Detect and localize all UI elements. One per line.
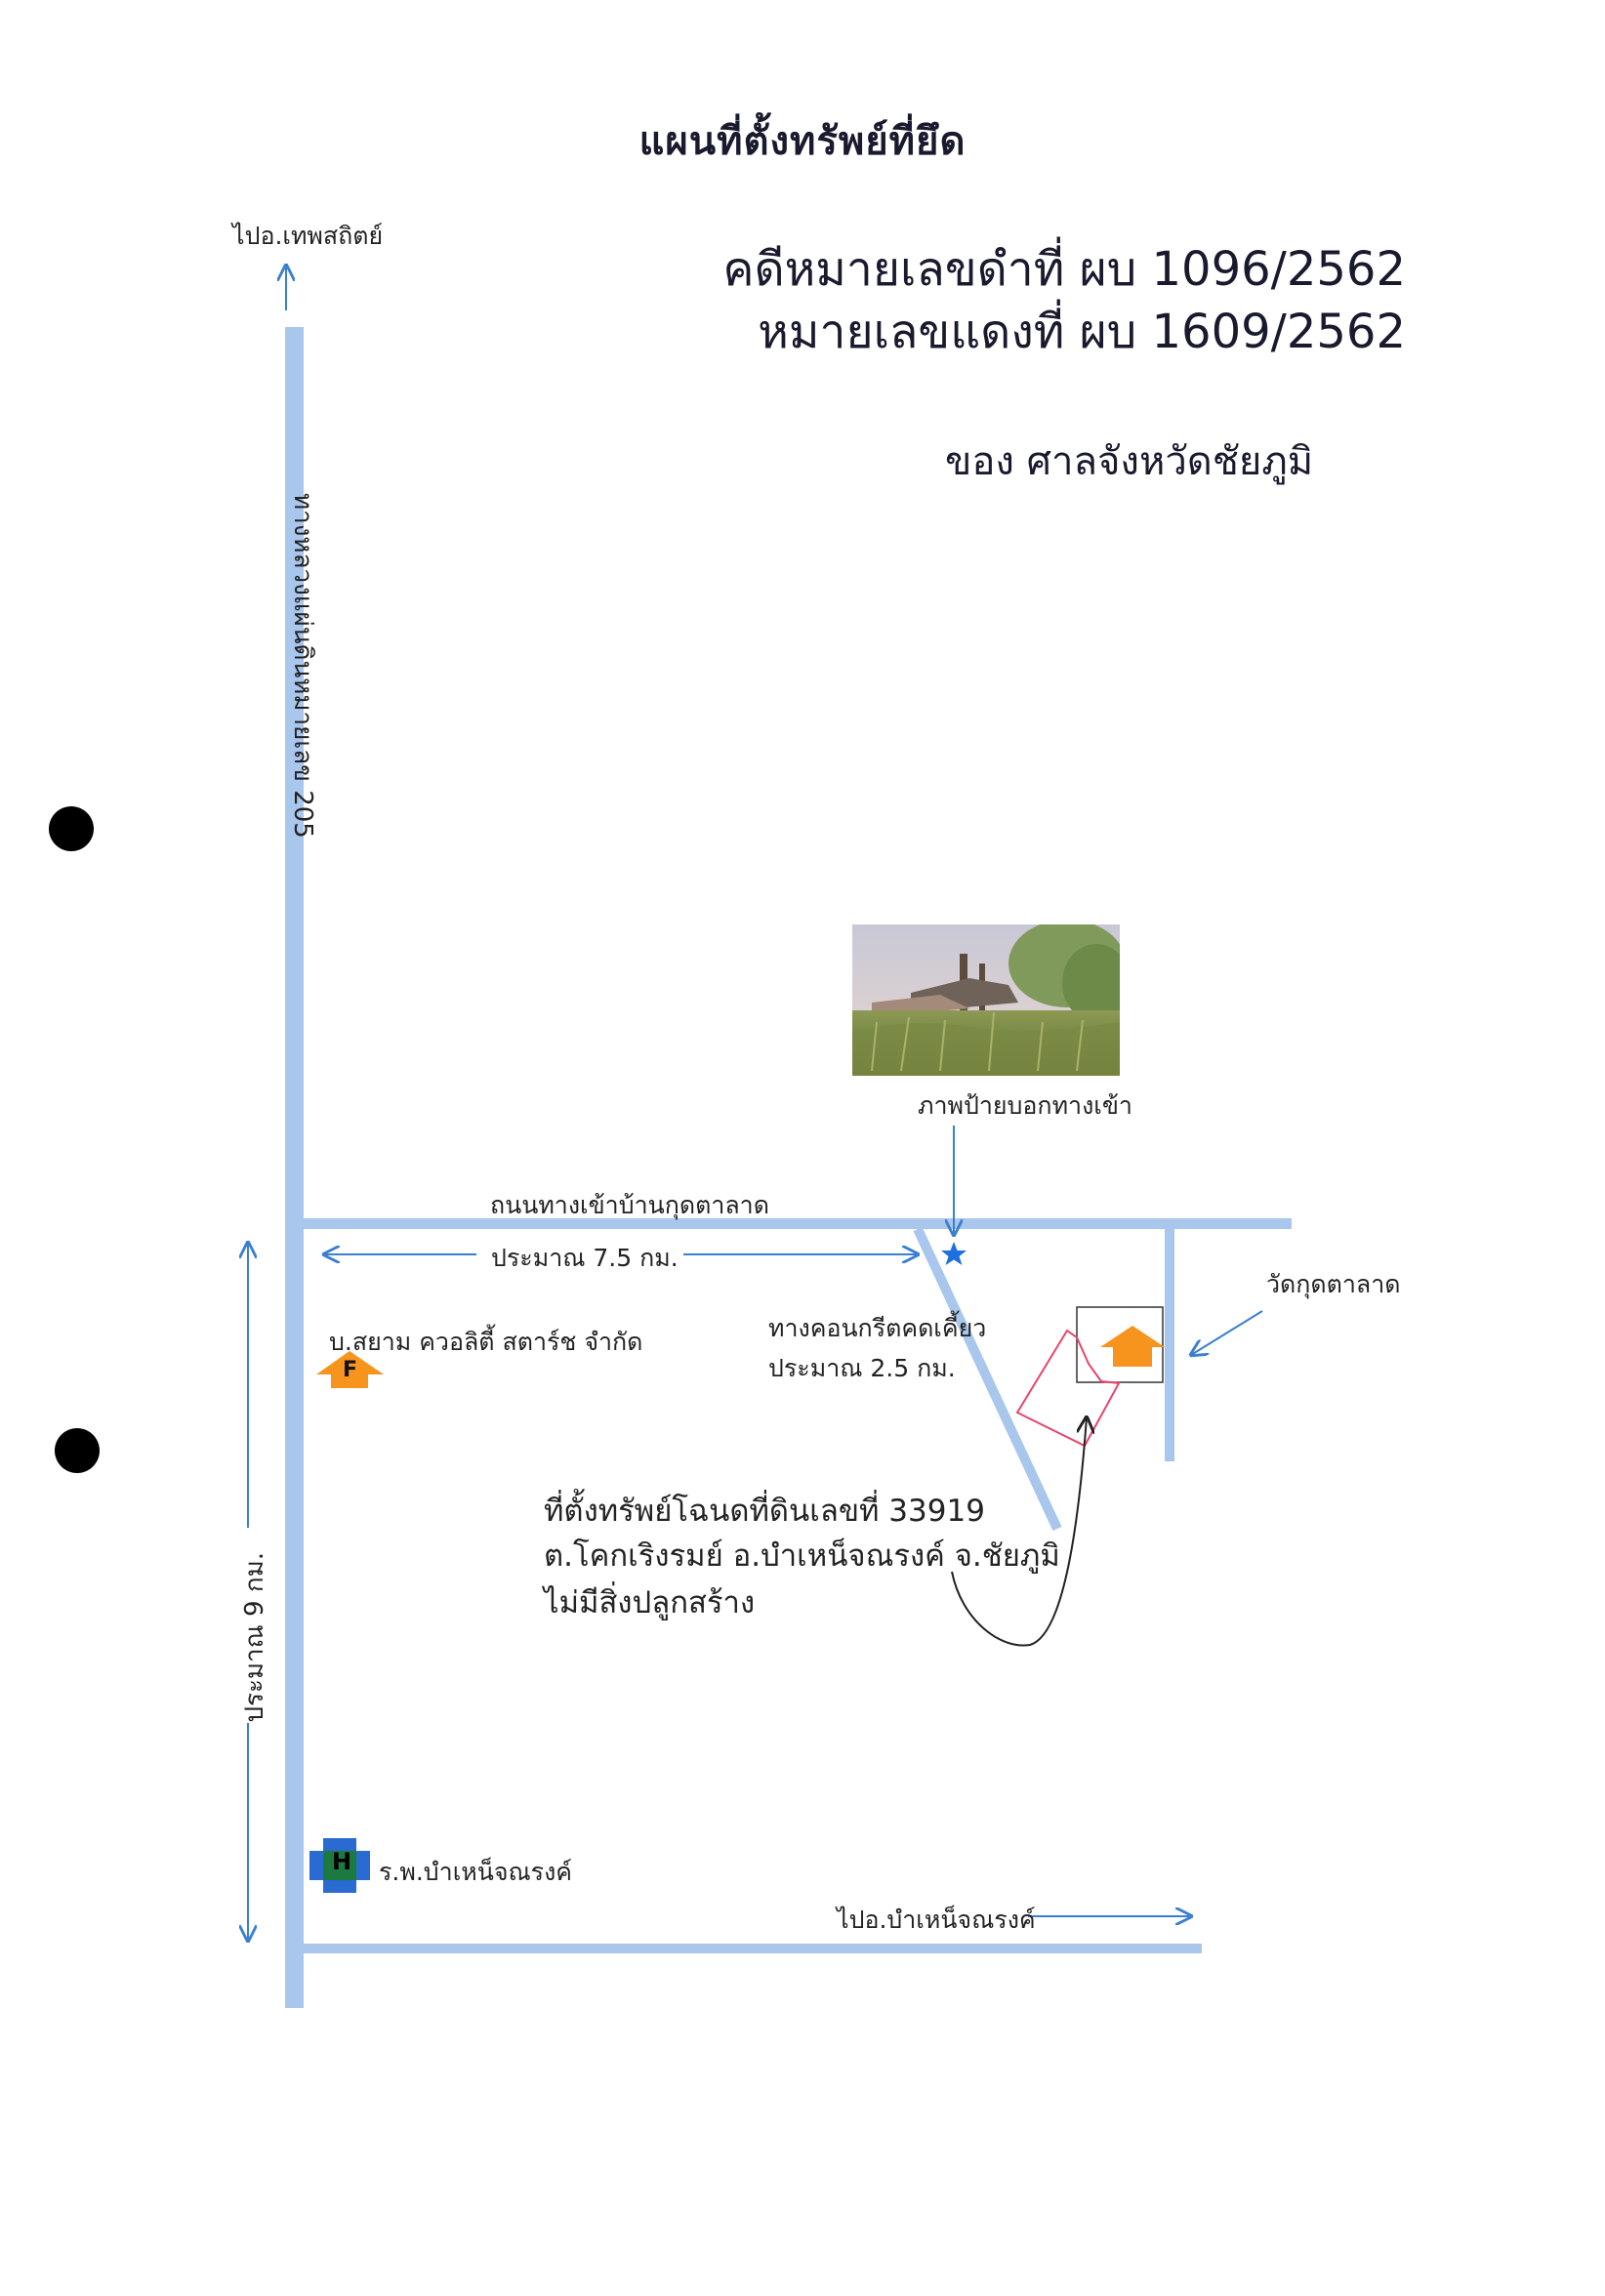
label-company: บ.สยาม ควอลิตี้ สตาร์ช จำกัด	[329, 1328, 643, 1356]
company-marker-icon	[316, 1351, 384, 1388]
property-pointer-arrow	[951, 1417, 1087, 1647]
village-road	[304, 1218, 1292, 1229]
property-line1: ที่ตั้งทรัพย์โฉนดที่ดินเลขที่ 33919	[544, 1494, 985, 1529]
hospital-icon-letter: H	[332, 1848, 352, 1875]
case-red-number: หมายเลขแดงที่ ผบ 1609/2562	[758, 305, 1406, 359]
court-name: ของ ศาลจังหวัดชัยภูมิ	[945, 439, 1314, 484]
temple-pointer-arrow	[1191, 1310, 1263, 1355]
junction-star-icon	[941, 1242, 967, 1265]
property-parcel	[1015, 1329, 1121, 1448]
label-to-north: ไปอ.เทพสถิตย์	[232, 222, 384, 250]
temple-marker-icon	[1100, 1326, 1165, 1367]
entrance-photo	[852, 924, 1120, 1076]
concrete-road	[913, 1226, 1062, 1532]
photo-caption: ภาพป้ายบอกทางเข้า	[918, 1091, 1132, 1120]
property-line2: ต.โคกเริงรมย์ อ.บำเหน็จณรงค์ จ.ชัยภูมิ	[544, 1538, 1060, 1574]
label-distance-9: ประมาณ 9 กม.	[240, 1552, 269, 1723]
lower-road	[304, 1944, 1202, 1953]
punch-hole-top	[49, 806, 94, 851]
map-title: แผนที่ตั้งทรัพย์ที่ยึด	[638, 119, 967, 164]
hospital-marker-icon	[309, 1838, 370, 1893]
punch-hole-bottom	[55, 1428, 100, 1473]
label-distance-75: ประมาณ 7.5 กม.	[491, 1244, 679, 1272]
case-black-number: คดีหมายเลขดำที่ ผบ 1096/2562	[722, 242, 1406, 297]
company-icon-letter: F	[343, 1358, 358, 1382]
label-highway: ทางหลวงแผ่นดินหมายเลข 205	[288, 493, 317, 839]
temple-road	[1165, 1229, 1174, 1461]
label-to-east: ไปอ.บำเหน็จณรงค์	[837, 1906, 1036, 1934]
highway-205	[285, 327, 304, 2008]
label-concrete-road: ทางคอนกรีตคดเคี้ยว	[768, 1314, 987, 1342]
temple-box	[1076, 1306, 1164, 1383]
label-temple: วัดกุดตาลาด	[1266, 1270, 1401, 1298]
label-village-road: ถนนทางเข้าบ้านกุดตาลาด	[490, 1191, 769, 1219]
label-distance-25: ประมาณ 2.5 กม.	[768, 1354, 956, 1382]
property-line3: ไม่มีสิ่งปลูกสร้าง	[544, 1585, 756, 1620]
label-hospital: ร.พ.บำเหน็จณรงค์	[379, 1858, 573, 1886]
